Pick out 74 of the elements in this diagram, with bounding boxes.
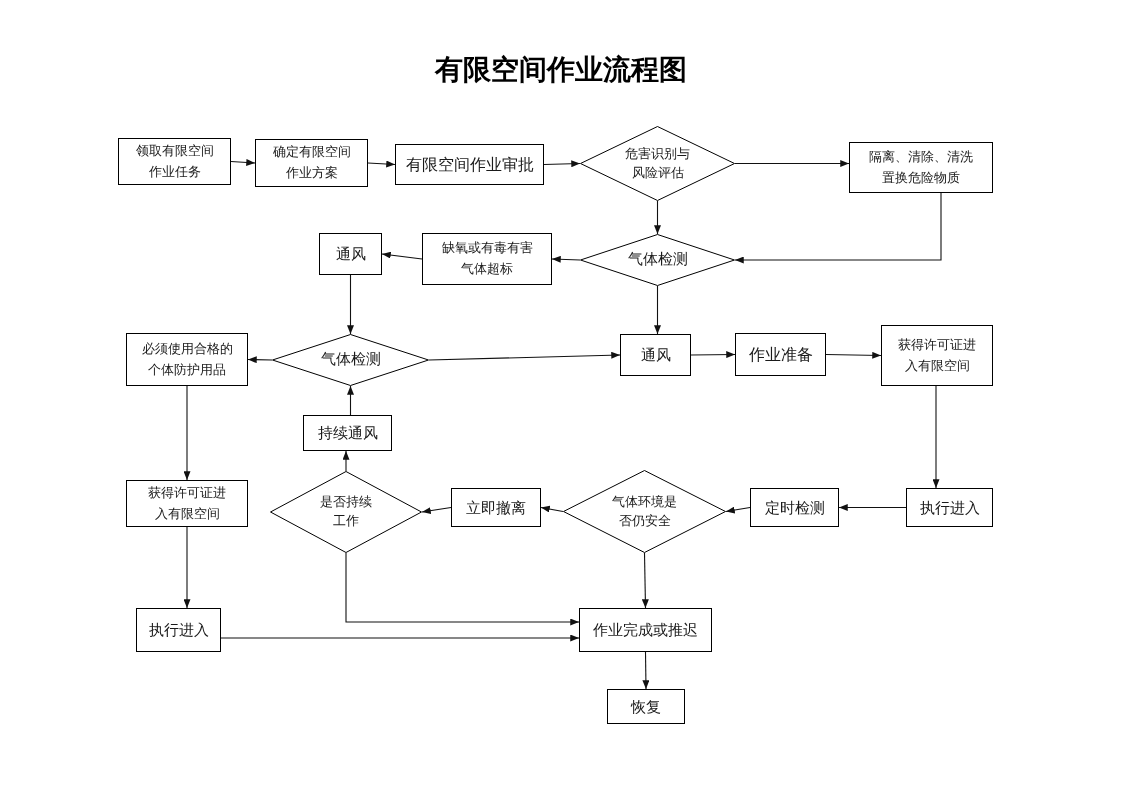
process-box: [118, 138, 231, 185]
decision-text: 危害识别与风险评估: [624, 144, 691, 182]
arrow: [347, 385, 354, 416]
decision-text: 是否持续工作: [319, 493, 373, 530]
step-label: 立即撤离: [466, 497, 526, 519]
step-label: 确定有限空间作业方案: [271, 143, 352, 182]
process-box: [126, 333, 248, 386]
step-label: 隔离、清除、清洗置换危险物质: [868, 147, 974, 187]
arrow: [551, 255, 581, 263]
arrow: [342, 450, 350, 472]
decision-text: 气体环境是否仍安全: [611, 492, 678, 530]
step-label: 作业准备: [748, 343, 813, 366]
step-label: 执行进入: [919, 497, 980, 519]
step-label: 有限空间作业审批: [405, 153, 534, 176]
arrow: [428, 351, 621, 361]
arrow: [345, 552, 580, 626]
arrow: [641, 552, 649, 609]
diagram-title: 有限空间作业流程图: [435, 52, 687, 87]
process-box: [126, 480, 248, 527]
arrow: [725, 506, 751, 514]
process-box: [750, 488, 839, 527]
arrow: [367, 160, 396, 168]
arrow: [654, 200, 661, 235]
arrow: [642, 651, 650, 690]
arrow: [183, 526, 191, 609]
process-box: [906, 488, 993, 527]
arrow: [230, 158, 256, 166]
process-box: [735, 333, 826, 376]
decision-text: 气体检测: [627, 249, 688, 271]
decision-diamond: [580, 126, 735, 201]
process-box: [620, 334, 691, 376]
process-box: [303, 415, 392, 451]
step-label: 领取有限空间作业任务: [134, 141, 215, 181]
step-label: 获得许可证进入有限空间: [897, 335, 977, 375]
step-label: 恢复: [631, 696, 661, 718]
process-box: [451, 488, 541, 527]
decision-diamond: [270, 471, 422, 553]
process-box: [849, 142, 993, 193]
process-box: [422, 233, 552, 285]
process-box: [579, 608, 712, 652]
decision-diamond: [563, 470, 726, 553]
arrow: [825, 351, 882, 359]
arrow: [220, 634, 580, 642]
step-label: 必须使用合格的个体防护用品: [140, 339, 234, 379]
step-label: 缺氧或有毒有害气体超标: [440, 239, 534, 278]
decision-text: 气体检测: [320, 349, 381, 371]
step-label: 定时检测: [764, 497, 825, 519]
arrow: [654, 285, 661, 335]
step-label: 通风: [335, 244, 366, 265]
arrow: [838, 504, 907, 511]
arrow: [381, 251, 423, 260]
decision-diamond: [580, 234, 735, 286]
process-box: [136, 608, 221, 652]
step-label: 持续通风: [317, 423, 378, 444]
arrow: [690, 351, 736, 359]
step-label: 获得许可证进入有限空间: [147, 483, 227, 523]
process-box: [395, 144, 544, 185]
arrow: [543, 160, 581, 168]
arrow: [932, 385, 940, 489]
step-label: 通风: [640, 345, 671, 366]
process-box: [319, 233, 382, 275]
process-box: [255, 139, 368, 187]
process-box: [881, 325, 993, 386]
arrow: [540, 505, 564, 513]
step-label: 作业完成或推迟: [593, 620, 698, 641]
arrow: [421, 506, 452, 515]
arrow: [247, 356, 273, 364]
step-label: 执行进入: [148, 620, 209, 641]
decision-diamond: [272, 334, 429, 386]
arrow: [347, 274, 354, 335]
arrow: [734, 160, 850, 167]
arrow: [183, 385, 191, 481]
arrow: [734, 192, 942, 264]
process-box: [607, 689, 685, 724]
